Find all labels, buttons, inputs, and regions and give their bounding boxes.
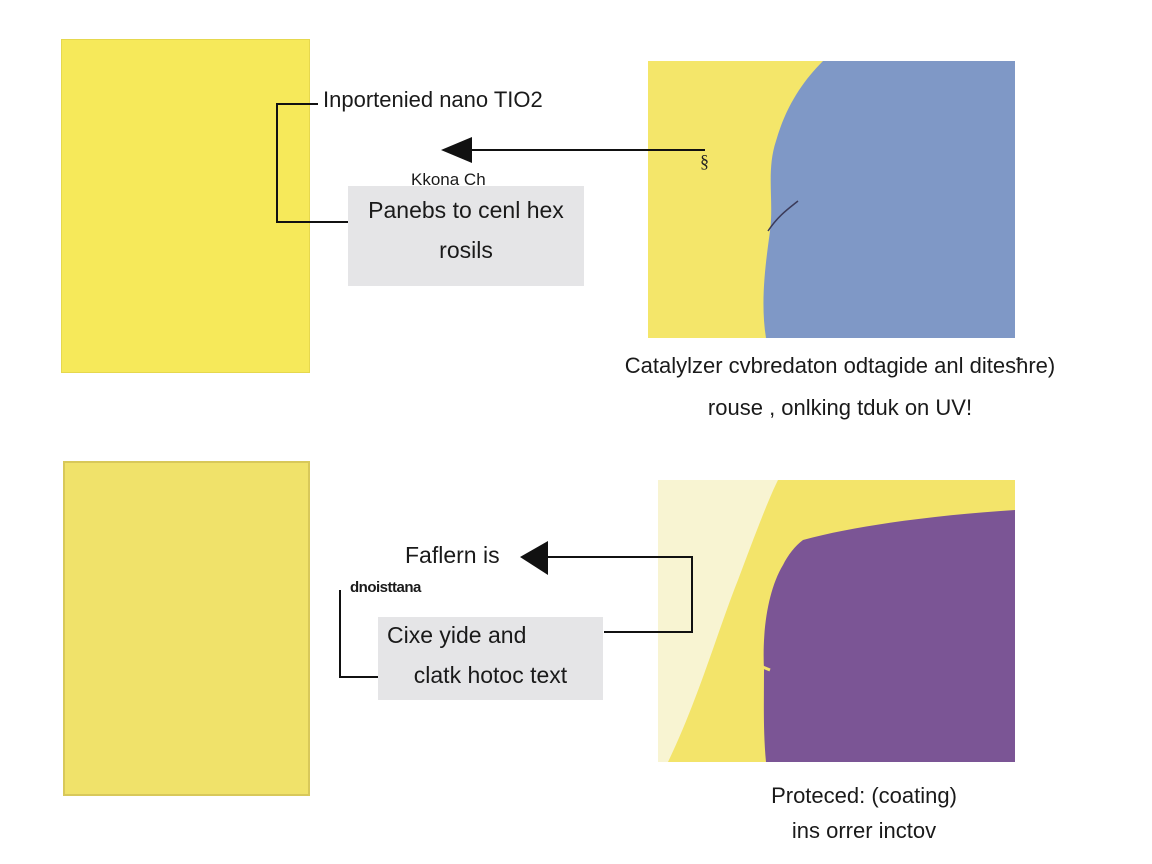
- top-annotation-box: Panebs to cenl hex rosils: [348, 186, 584, 286]
- top-box-line1: Panebs to cenl hex: [368, 197, 564, 223]
- top-title-label: Inportenied nano TIO2: [323, 87, 543, 112]
- bottom-box-line1: Cixe yide and: [387, 622, 527, 648]
- svg-text:§: §: [700, 151, 709, 171]
- top-box-line2: rosils: [439, 237, 493, 263]
- photo-uncoated-sample: §: [648, 61, 1015, 338]
- top-caption-line1: Catalylzer cvbredaton odtagide anl dites…: [624, 353, 1056, 378]
- yellow-sample-bottom: [63, 461, 310, 796]
- bottom-caption-line2: ins orrer inctov: [791, 818, 937, 843]
- bottom-box-line2: clatk hotoc text: [413, 662, 568, 688]
- bottom-label: Faflern is: [405, 542, 500, 568]
- top-caption-line2: rouse , onlking tduk on UV!: [707, 395, 973, 420]
- bottom-annotation-box: Cixe yide and clatk hotoc text: [378, 617, 603, 700]
- yellow-sample-top: [61, 39, 310, 373]
- bottom-small-label: dnoisttana: [350, 579, 421, 596]
- photo-coated-sample: [658, 480, 1015, 762]
- top-small-label: Kkona Ch: [411, 170, 486, 189]
- bottom-caption-line1: Proteced: (coating): [771, 783, 957, 808]
